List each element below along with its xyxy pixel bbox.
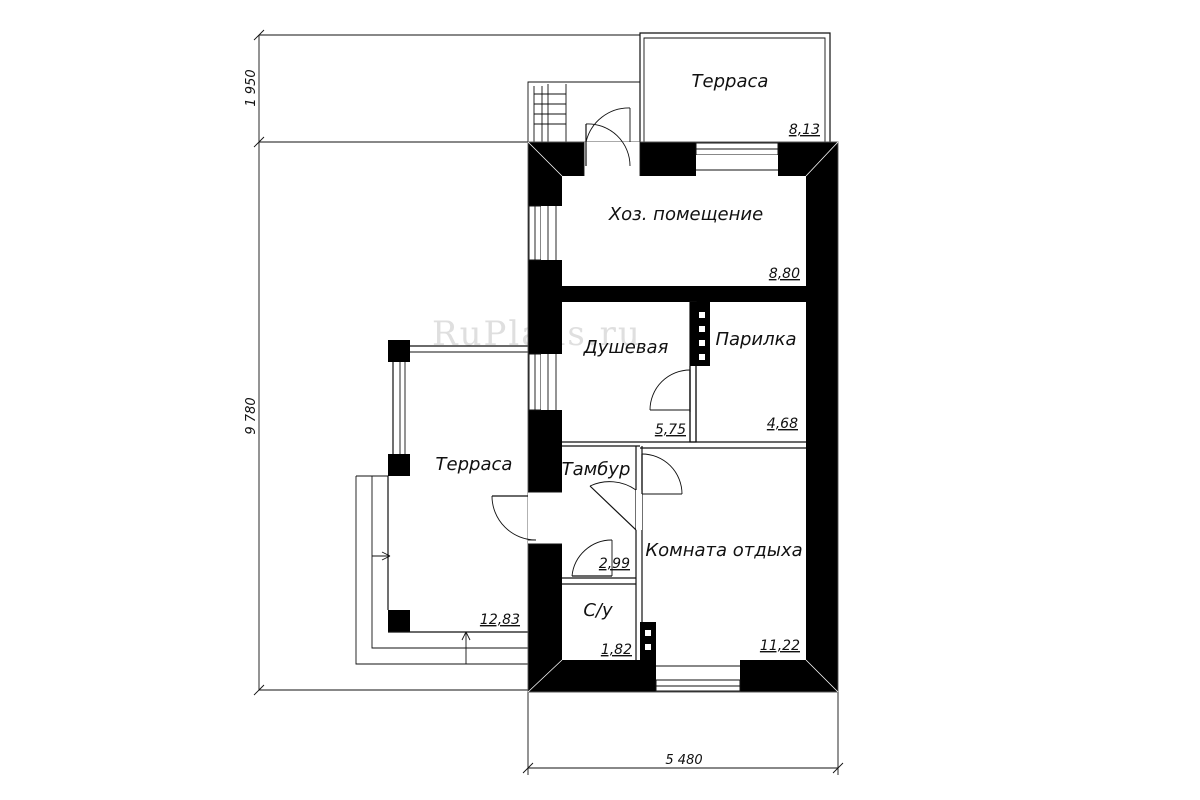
room-area-shower: 5,75 (655, 422, 686, 438)
dimension-terrace-depth: 1 950 (244, 69, 259, 106)
room-name-vestibule: Тамбур (562, 459, 631, 480)
dimension-lines (253, 29, 844, 775)
dimension-height: 9 780 (244, 397, 259, 434)
room-name-terrace-top: Терраса (692, 71, 769, 92)
window-openings (528, 142, 779, 692)
dimension-width: 5 480 (665, 753, 702, 768)
room-name-rest: Комната отдыха (645, 540, 802, 561)
room-area-terrace-top: 8,13 (789, 122, 820, 138)
terrace-top (527, 32, 831, 142)
doors (491, 107, 691, 577)
room-area-wc: 1,82 (601, 642, 632, 658)
room-area-vestibule: 2,99 (599, 556, 630, 572)
room-area-terrace-left: 12,83 (480, 612, 520, 628)
room-area-utility: 8,80 (769, 266, 800, 282)
interior-walls (562, 286, 806, 660)
room-area-rest: 11,22 (760, 638, 800, 654)
room-name-utility: Хоз. помещение (608, 204, 763, 225)
room-labels: Терраса 8,13 Хоз. помещение 8,80 Душевая… (436, 71, 820, 658)
room-name-shower: Душевая (583, 337, 669, 358)
terrace-left (355, 340, 530, 665)
room-name-wc: С/у (583, 600, 613, 621)
room-name-steam: Парилка (715, 329, 796, 350)
room-name-terrace-left: Терраса (436, 454, 513, 475)
room-area-steam: 4,68 (767, 416, 798, 432)
